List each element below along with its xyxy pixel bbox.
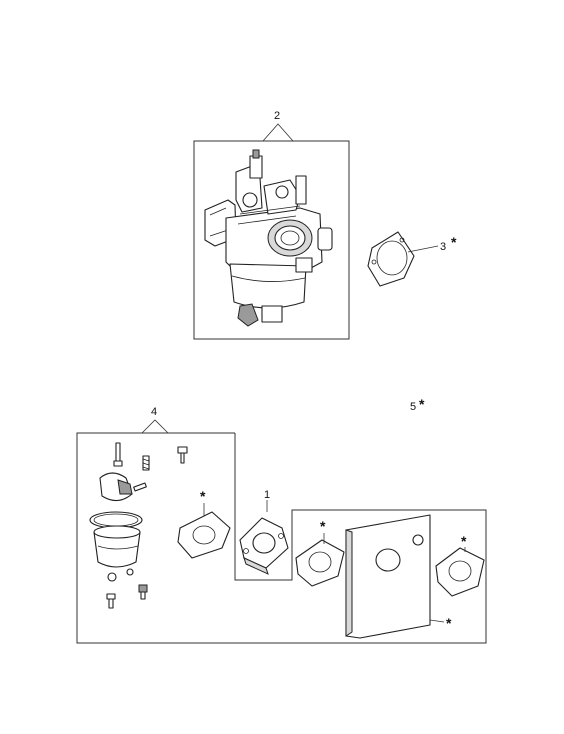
gasket-right-star: * — [461, 533, 467, 549]
washer — [107, 572, 117, 582]
callout-5: 5 * — [410, 396, 425, 413]
callout-4-label: 4 — [151, 406, 157, 418]
callout-5-label: 5 — [410, 401, 416, 413]
bowl-screw — [177, 446, 188, 464]
gasket-3: 3 * — [367, 231, 457, 287]
gasket-left-star: * — [320, 518, 326, 534]
spring-screw — [142, 455, 150, 471]
callout-2-label: 2 — [274, 110, 280, 122]
carburetor-group: 2 — [193, 110, 350, 340]
repair-kit-group: 4 — [76, 406, 487, 644]
callout-1-label: 1 — [264, 489, 270, 501]
drain-screw — [106, 593, 116, 609]
heat-shield — [345, 514, 431, 639]
float — [99, 472, 147, 502]
gasket-left — [295, 539, 345, 587]
callout-5-star: * — [419, 396, 425, 412]
callout-3-star: * — [451, 234, 457, 250]
callout-3-label: 3 — [440, 241, 446, 253]
washer — [126, 568, 134, 576]
float-bowl — [93, 525, 141, 568]
idle-needle — [113, 442, 123, 467]
callout-3-leader — [407, 245, 439, 253]
kit-gasket-star: * — [200, 488, 206, 504]
kit-gasket: * — [177, 488, 231, 559]
callout-4-bracket — [141, 419, 169, 434]
carburetor — [204, 149, 333, 327]
repair-kit-frame — [76, 432, 487, 644]
spacer-1: 1 — [239, 489, 289, 575]
bowl-nut — [138, 584, 148, 600]
heat-shield-star: * — [446, 615, 452, 631]
callout-2-bracket — [262, 123, 294, 142]
gasket-right — [435, 547, 485, 597]
carburetor-frame — [193, 140, 350, 340]
heat-shield-group: * * * — [295, 514, 485, 639]
